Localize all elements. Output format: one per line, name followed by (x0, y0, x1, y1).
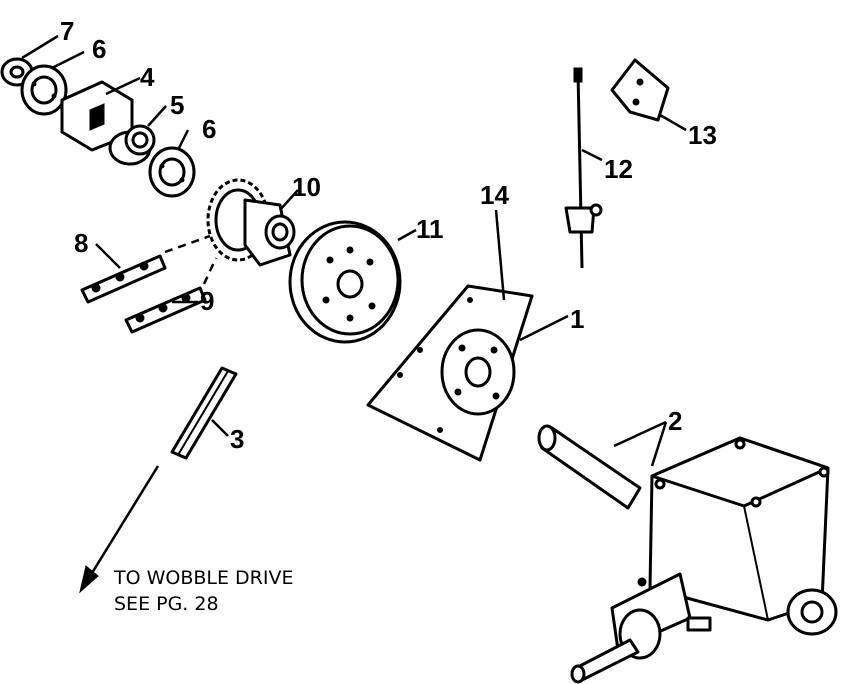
callout-5: 5 (170, 90, 184, 120)
callout-8: 8 (74, 228, 88, 258)
part-2-gearbox (537, 424, 838, 684)
part-6-flange-upper (20, 64, 68, 116)
part-11-pulley (288, 220, 402, 344)
part-10-sprocket (206, 178, 296, 267)
note-line-1: TO WOBBLE DRIVE (113, 567, 293, 589)
callout-1: 1 (570, 304, 584, 334)
callout-3: 3 (230, 424, 244, 454)
wobble-drive-arrow (79, 465, 160, 594)
callout-numbers: 7 6 4 5 6 10 11 8 9 14 1 12 13 3 2 (60, 16, 717, 454)
callout-7: 7 (60, 16, 74, 46)
callout-10: 10 (292, 172, 321, 202)
callout-9: 9 (200, 286, 214, 316)
callout-4: 4 (140, 62, 155, 92)
leader-lines (21, 34, 687, 467)
callout-6-upper: 6 (92, 34, 106, 64)
wobble-drive-note: TO WOBBLE DRIVE SEE PG. 28 (113, 567, 293, 615)
part-8-chain (80, 234, 211, 304)
part-13-plate (610, 58, 670, 122)
callout-2: 2 (668, 406, 682, 436)
callout-11: 11 (416, 214, 444, 244)
callout-14: 14 (480, 180, 509, 210)
part-3-key (170, 366, 238, 460)
callout-12: 12 (604, 154, 633, 184)
part-9-chain (124, 257, 218, 334)
part-12-rod (564, 67, 603, 269)
callout-6-lower: 6 (202, 114, 216, 144)
part-5-bearing (108, 124, 156, 166)
part-1-plate (366, 284, 534, 462)
callout-13: 13 (688, 120, 717, 150)
part-6-flange-lower (148, 146, 196, 198)
note-line-2: SEE PG. 28 (114, 593, 219, 615)
